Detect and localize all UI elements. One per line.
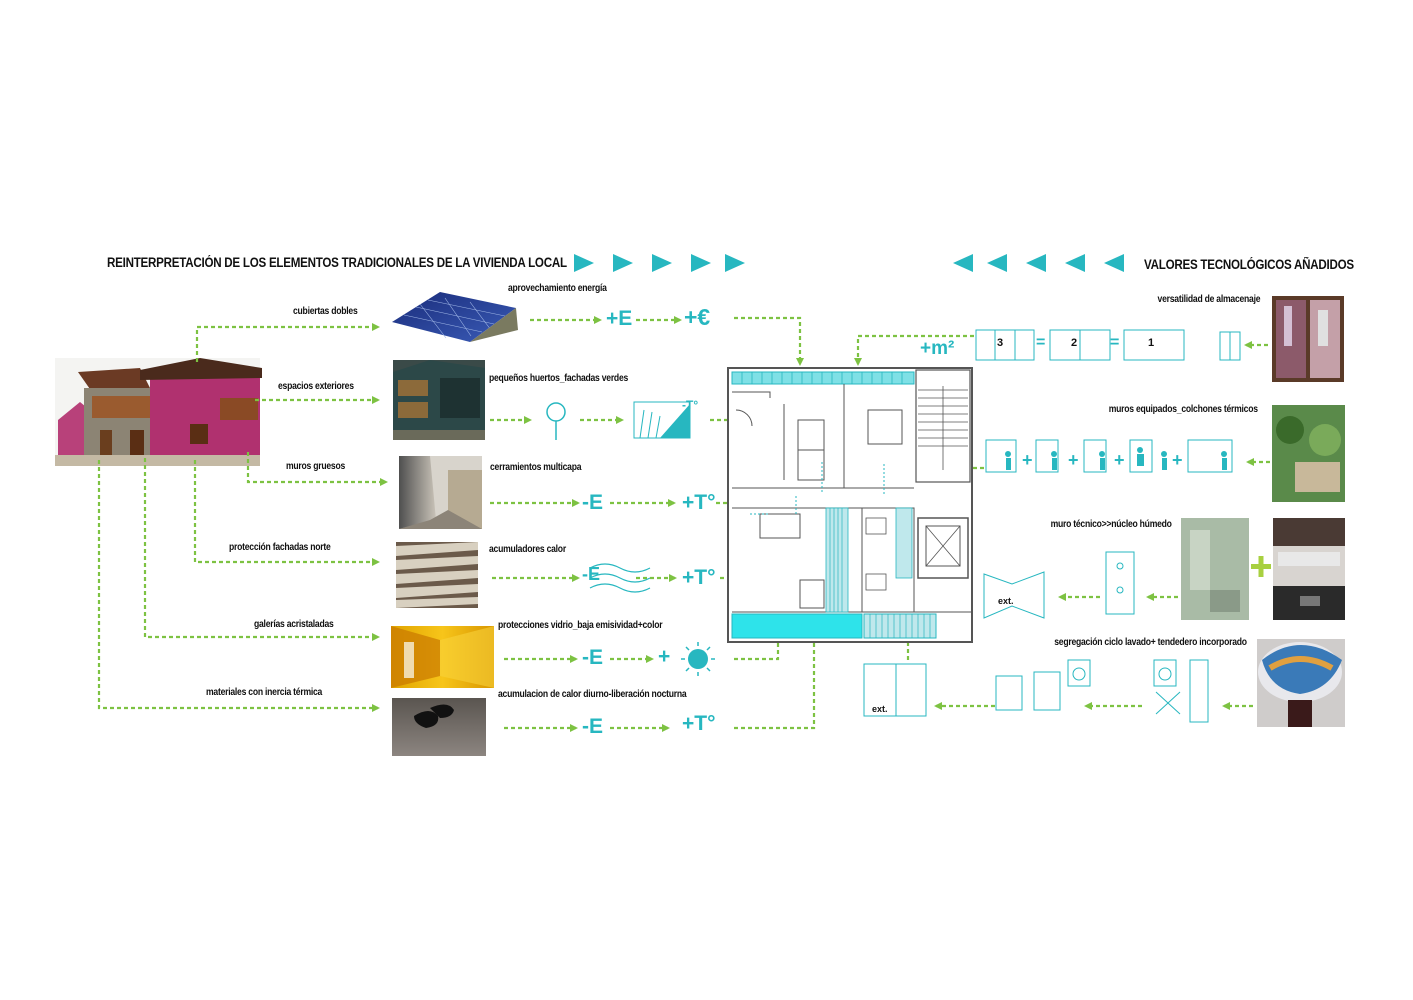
storage-module-icons xyxy=(975,329,1241,361)
sun-icon xyxy=(681,642,715,676)
symbol-equals-2: = xyxy=(1110,334,1120,351)
tree-icon xyxy=(546,402,566,440)
solar-panels-image xyxy=(392,292,518,342)
floor-plan xyxy=(727,367,973,643)
label-materiales-inercia-termica: materiales con inercia térmica xyxy=(206,686,323,698)
label-muros-equipados: muros equipados_colchones térmicos xyxy=(1108,403,1258,415)
storage-module-2: 2 xyxy=(1071,337,1078,349)
symbol-plus-temperature-1: +T° xyxy=(682,491,716,514)
symbol-minus-energy-3: -E xyxy=(582,646,603,669)
flow-arrows-left xyxy=(97,323,388,712)
thick-walls-corridor-image xyxy=(399,456,482,529)
label-muro-tecnico: muro técnico>>núcleo húmedo xyxy=(1050,518,1172,530)
label-galerias-acristaladas: galerías acristaladas xyxy=(254,618,334,630)
green-interior-image xyxy=(1272,405,1345,502)
symbol-minus-energy-2: -E xyxy=(582,564,600,584)
left-pointing-triangles xyxy=(953,254,1124,272)
label-ext-technical-wall: ext. xyxy=(998,596,1014,606)
left-section-title: REINTERPRETACIÓN DE LOS ELEMENTOS TRADIC… xyxy=(107,255,567,270)
label-ext-laundry: ext. xyxy=(872,704,888,714)
symbol-plus-temperature-2: +T° xyxy=(682,566,716,589)
equipped-walls-icons xyxy=(985,439,1233,473)
symbol-plus-temperature-3: +T° xyxy=(682,712,716,735)
symbol-plus-wall-4: + xyxy=(1172,450,1183,470)
symbol-plus-wall-3: + xyxy=(1114,450,1125,470)
right-section-title: VALORES TECNOLÓGICOS AÑADIDOS xyxy=(1144,257,1354,272)
heat-waves-icon xyxy=(589,563,651,593)
right-pointing-triangles xyxy=(574,254,745,272)
symbol-plus-m2: +m² xyxy=(920,338,955,359)
laundry-basket-image xyxy=(1257,639,1345,727)
symbol-minus-energy-1: -E xyxy=(582,491,603,514)
label-segregacion-ciclo-lavado: segregación ciclo lavado+ tendedero inco… xyxy=(1054,636,1247,648)
yellow-glass-gallery-image xyxy=(391,626,494,688)
label-pequenos-huertos: pequeños huertos_fachadas verdes xyxy=(489,372,629,384)
traditional-house-image xyxy=(55,358,262,466)
symbol-equals-1: = xyxy=(1036,334,1046,351)
symbol-plus-euro: +€ xyxy=(684,304,711,330)
green-wall-temperature-icon xyxy=(633,401,691,439)
label-aprovechamiento-energia: aprovechamiento energía xyxy=(508,282,607,294)
label-acumuladores-calor: acumuladores calor xyxy=(489,543,566,555)
technical-wall-icons xyxy=(983,551,1135,619)
kitchen-image xyxy=(1273,518,1345,620)
green-facade-building-image xyxy=(393,360,485,440)
bathroom-image xyxy=(1181,518,1249,620)
laundry-cycle-icons xyxy=(863,659,1209,723)
thermal-mass-floor-image xyxy=(392,698,486,756)
wardrobe-storage-image xyxy=(1272,296,1344,382)
label-acumulacion-calor-diurno: acumulacion de calor diurno-liberación n… xyxy=(498,688,687,700)
symbol-minus-energy-4: -E xyxy=(582,715,603,738)
label-versatilidad-almacenaje: versatilidad de almacenaje xyxy=(1157,293,1260,305)
symbol-plus-wall-1: + xyxy=(1022,450,1033,470)
symbol-minus-temperature: -T° xyxy=(682,398,699,412)
label-muros-gruesos: muros gruesos xyxy=(286,460,346,472)
label-espacios-exteriores: espacios exteriores xyxy=(278,380,354,392)
label-cerramientos-multicapa: cerramientos multicapa xyxy=(490,461,582,473)
storage-module-3: 3 xyxy=(997,337,1004,349)
label-cubiertas-dobles: cubiertas dobles xyxy=(293,305,358,317)
green-plus-icon xyxy=(1251,556,1271,577)
label-proteccion-fachadas-norte: protección fachadas norte xyxy=(229,541,331,553)
symbol-plus-wall-2: + xyxy=(1068,450,1079,470)
symbol-plus: + xyxy=(658,645,671,668)
label-protecciones-vidrio: protecciones vidrio_baja emisividad+colo… xyxy=(498,619,663,631)
heat-accumulator-slats-image xyxy=(396,542,478,608)
symbol-plus-energy: +E xyxy=(606,307,633,330)
storage-module-1: 1 xyxy=(1148,337,1155,349)
